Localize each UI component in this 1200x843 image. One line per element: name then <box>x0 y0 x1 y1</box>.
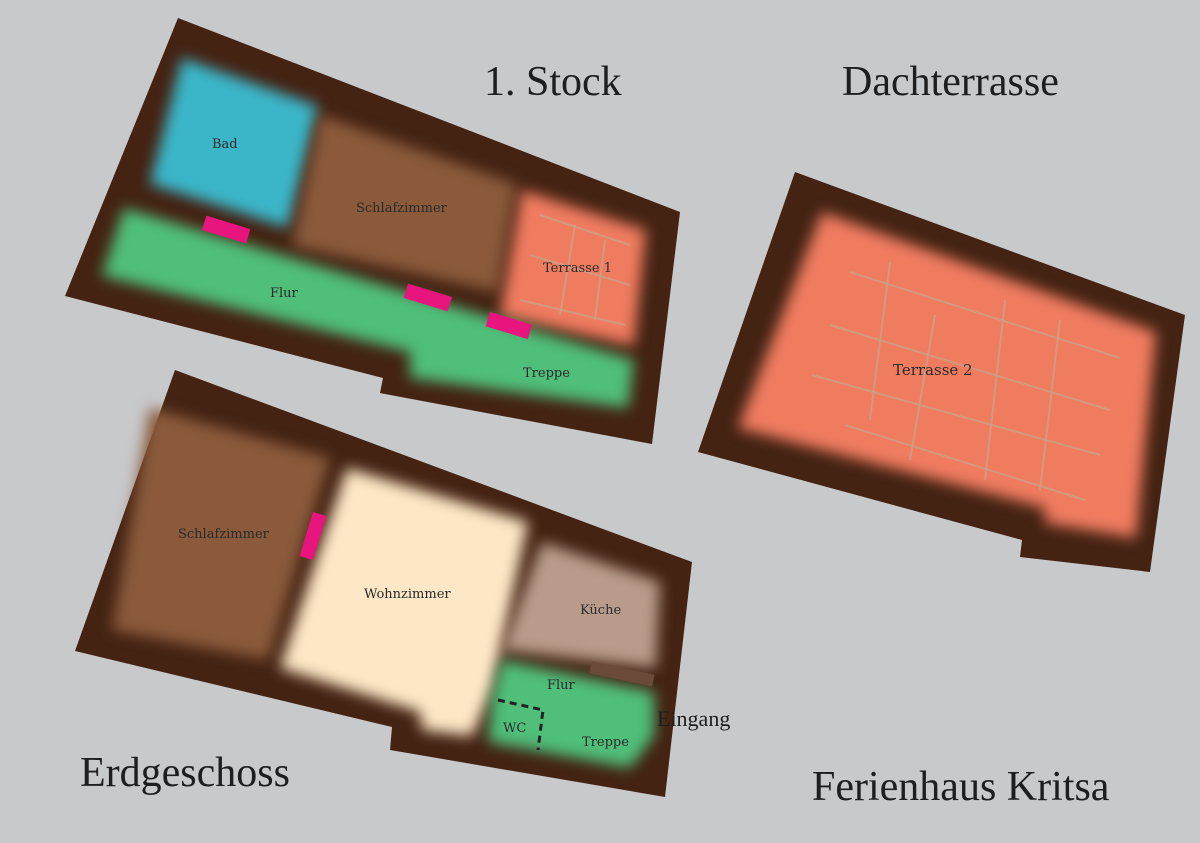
room-bad <box>150 58 318 228</box>
label-terrasse-1: Terrasse 1 <box>543 261 612 276</box>
label-kueche: Küche <box>580 603 621 618</box>
terrace-2-tiles <box>811 261 1121 501</box>
door <box>485 311 533 340</box>
label-schlafzimmer-ground: Schlafzimmer <box>178 527 270 542</box>
label-treppe-ground: Treppe <box>582 735 629 750</box>
kitchen-counter <box>589 661 655 687</box>
label-treppe-upper: Treppe <box>523 366 570 381</box>
room-kueche <box>502 542 660 668</box>
label-eingang: Eingang <box>657 706 730 731</box>
roof-plan: Terrasse 2 <box>698 172 1185 572</box>
room-schlafzimmer-ground <box>112 408 330 660</box>
title-upper-floor: 1. Stock <box>484 59 622 105</box>
title-roof: Dachterrasse <box>842 59 1059 105</box>
label-terrasse-2: Terrasse 2 <box>893 361 973 379</box>
room-wohnzimmer <box>280 468 528 736</box>
room-flur-upper <box>102 208 634 408</box>
ground-floor-plan: Schlafzimmer Wohnzimmer Küche Flur WC Tr… <box>75 370 730 797</box>
label-wc: WC <box>503 721 526 736</box>
room-terrasse-2 <box>738 212 1156 538</box>
wc-partition <box>497 698 545 751</box>
title-house-name: Ferienhaus Kritsa <box>812 764 1110 810</box>
title-ground-floor: Erdgeschoss <box>80 750 290 796</box>
room-flur-ground <box>488 660 654 768</box>
door <box>403 283 453 312</box>
label-bad: Bad <box>212 137 238 152</box>
label-wohnzimmer: Wohnzimmer <box>364 587 451 602</box>
terrace-1-tiles <box>519 214 631 326</box>
label-schlafzimmer-upper: Schlafzimmer <box>356 201 448 216</box>
door <box>201 215 251 244</box>
label-flur-ground: Flur <box>547 678 576 693</box>
label-flur-upper: Flur <box>270 286 299 301</box>
door <box>299 511 327 561</box>
room-schlafzimmer-upper <box>292 115 516 292</box>
upper-floor-plan: Bad Schlafzimmer Terrasse 1 Flur Treppe <box>65 18 680 444</box>
